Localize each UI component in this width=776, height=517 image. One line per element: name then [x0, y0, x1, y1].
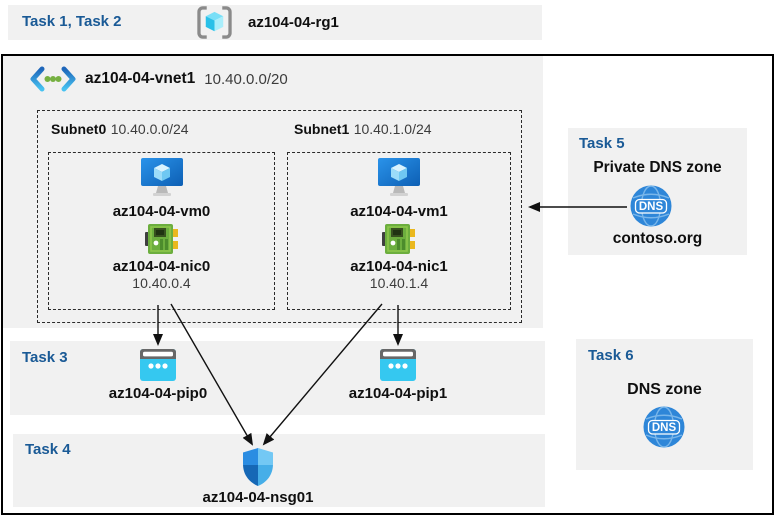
task-3-heading: Task 3: [22, 349, 68, 366]
nsg-shield-icon: [243, 448, 273, 486]
vm0-name: az104-04-vm0: [112, 203, 211, 220]
dns-zone-title: DNS zone: [627, 381, 702, 398]
dns-icon-text: DNS: [652, 422, 677, 434]
dns-icon-text: DNS: [639, 201, 664, 213]
subnet0-cidr: 10.40.0.0/24: [110, 121, 189, 137]
pip1-name: az104-04-pip1: [348, 385, 448, 402]
network-interface-icon: [382, 223, 416, 255]
nic0-name: az104-04-nic0: [112, 258, 211, 275]
vnet-cidr: 10.40.0.0/20: [204, 70, 288, 88]
task-6-panel: Task 6 DNS zone DNS: [576, 339, 753, 470]
subnet0-content: az104-04-vm0 az104-04-nic0 10.40.0.4: [48, 158, 275, 291]
task-4-heading: Task 4: [25, 441, 71, 458]
virtual-network-icon: [30, 66, 76, 92]
nic0-ip: 10.40.0.4: [132, 275, 191, 291]
dns-globe-icon: DNS: [643, 406, 685, 448]
resource-group-name: az104-04-rg1: [248, 14, 339, 31]
public-ip-icon: [380, 349, 416, 381]
task-5-panel: Task 5 Private DNS zone DNS contoso.org: [568, 128, 747, 255]
network-interface-icon: [144, 223, 179, 255]
subnet1-content: az104-04-vm1 az104-04-nic1 10.40.1.4: [287, 158, 511, 291]
task-4-panel: Task 4: [13, 434, 545, 507]
vm1-name: az104-04-vm1: [350, 203, 448, 220]
virtual-machine-icon: [377, 158, 421, 198]
subnet1-label: Subnet1 10.40.1.0/24: [294, 121, 432, 139]
subnet0-boundary: [48, 152, 275, 310]
subnet1-name: Subnet1: [294, 121, 350, 137]
subnet1-boundary: [287, 152, 511, 310]
dns-globe-icon: DNS: [630, 185, 672, 227]
vnet-name: az104-04-vnet1: [85, 70, 196, 87]
vnet-header: az104-04-vnet1 10.40.0.0/20: [30, 66, 288, 92]
private-dns-zone-title: Private DNS zone: [593, 159, 722, 176]
nsg-name: az104-04-nsg01: [202, 489, 314, 506]
subnet1-cidr: 10.40.1.0/24: [353, 121, 432, 137]
nic1-name: az104-04-nic1: [350, 258, 448, 275]
pip0-name: az104-04-pip0: [108, 385, 208, 402]
task-1-2-panel: Task 1, Task 2 az104-04-rg1: [8, 5, 542, 40]
vnet-container: [3, 56, 543, 328]
subnet0-label: Subnet0 10.40.0.0/24: [51, 121, 189, 139]
task-1-2-heading: Task 1, Task 2: [22, 13, 122, 30]
nic1-ip: 10.40.1.4: [369, 275, 429, 291]
virtual-machine-icon: [140, 158, 184, 198]
task-6-heading: Task 6: [588, 347, 634, 364]
resource-group-icon: [196, 6, 233, 39]
task-3-panel: Task 3: [10, 341, 545, 415]
public-ip-icon: [140, 349, 176, 381]
subnet0-name: Subnet0: [51, 121, 107, 137]
private-dns-zone-name: contoso.org: [612, 230, 703, 247]
task-5-heading: Task 5: [579, 135, 625, 152]
